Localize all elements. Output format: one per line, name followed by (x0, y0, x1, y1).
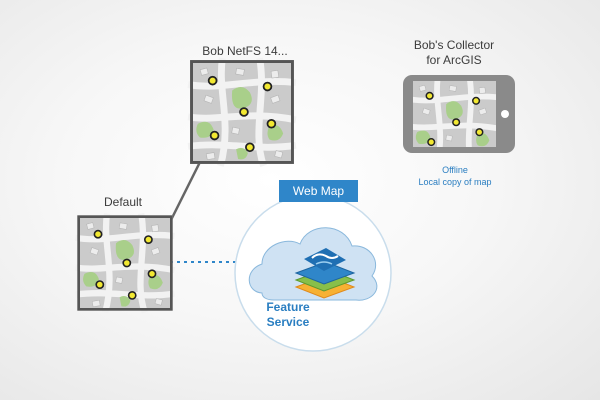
web-map-button[interactable]: Web Map (279, 180, 358, 202)
feature-layers-icon (294, 248, 356, 299)
tablet-device-icon (403, 75, 515, 153)
map-thumbnail-bob-netfs[interactable] (188, 58, 296, 166)
app-title-line-2: for ArcGIS (426, 53, 482, 67)
feature-service-label-line-1: Feature (266, 300, 310, 314)
map-thumbnail-default[interactable] (76, 214, 175, 313)
map-title-bob-netfs: Bob NetFS 14... (202, 44, 288, 58)
app-title-line-1: Bob's Collector (413, 38, 495, 52)
map-title-default: Default (103, 195, 143, 209)
feature-service-label-line-2: Service (266, 315, 310, 329)
offline-label: Offline (442, 165, 468, 175)
app-title-collector: Bob's Collector for ArcGIS (388, 38, 520, 68)
local-copy-label: Local copy of map (418, 177, 492, 187)
